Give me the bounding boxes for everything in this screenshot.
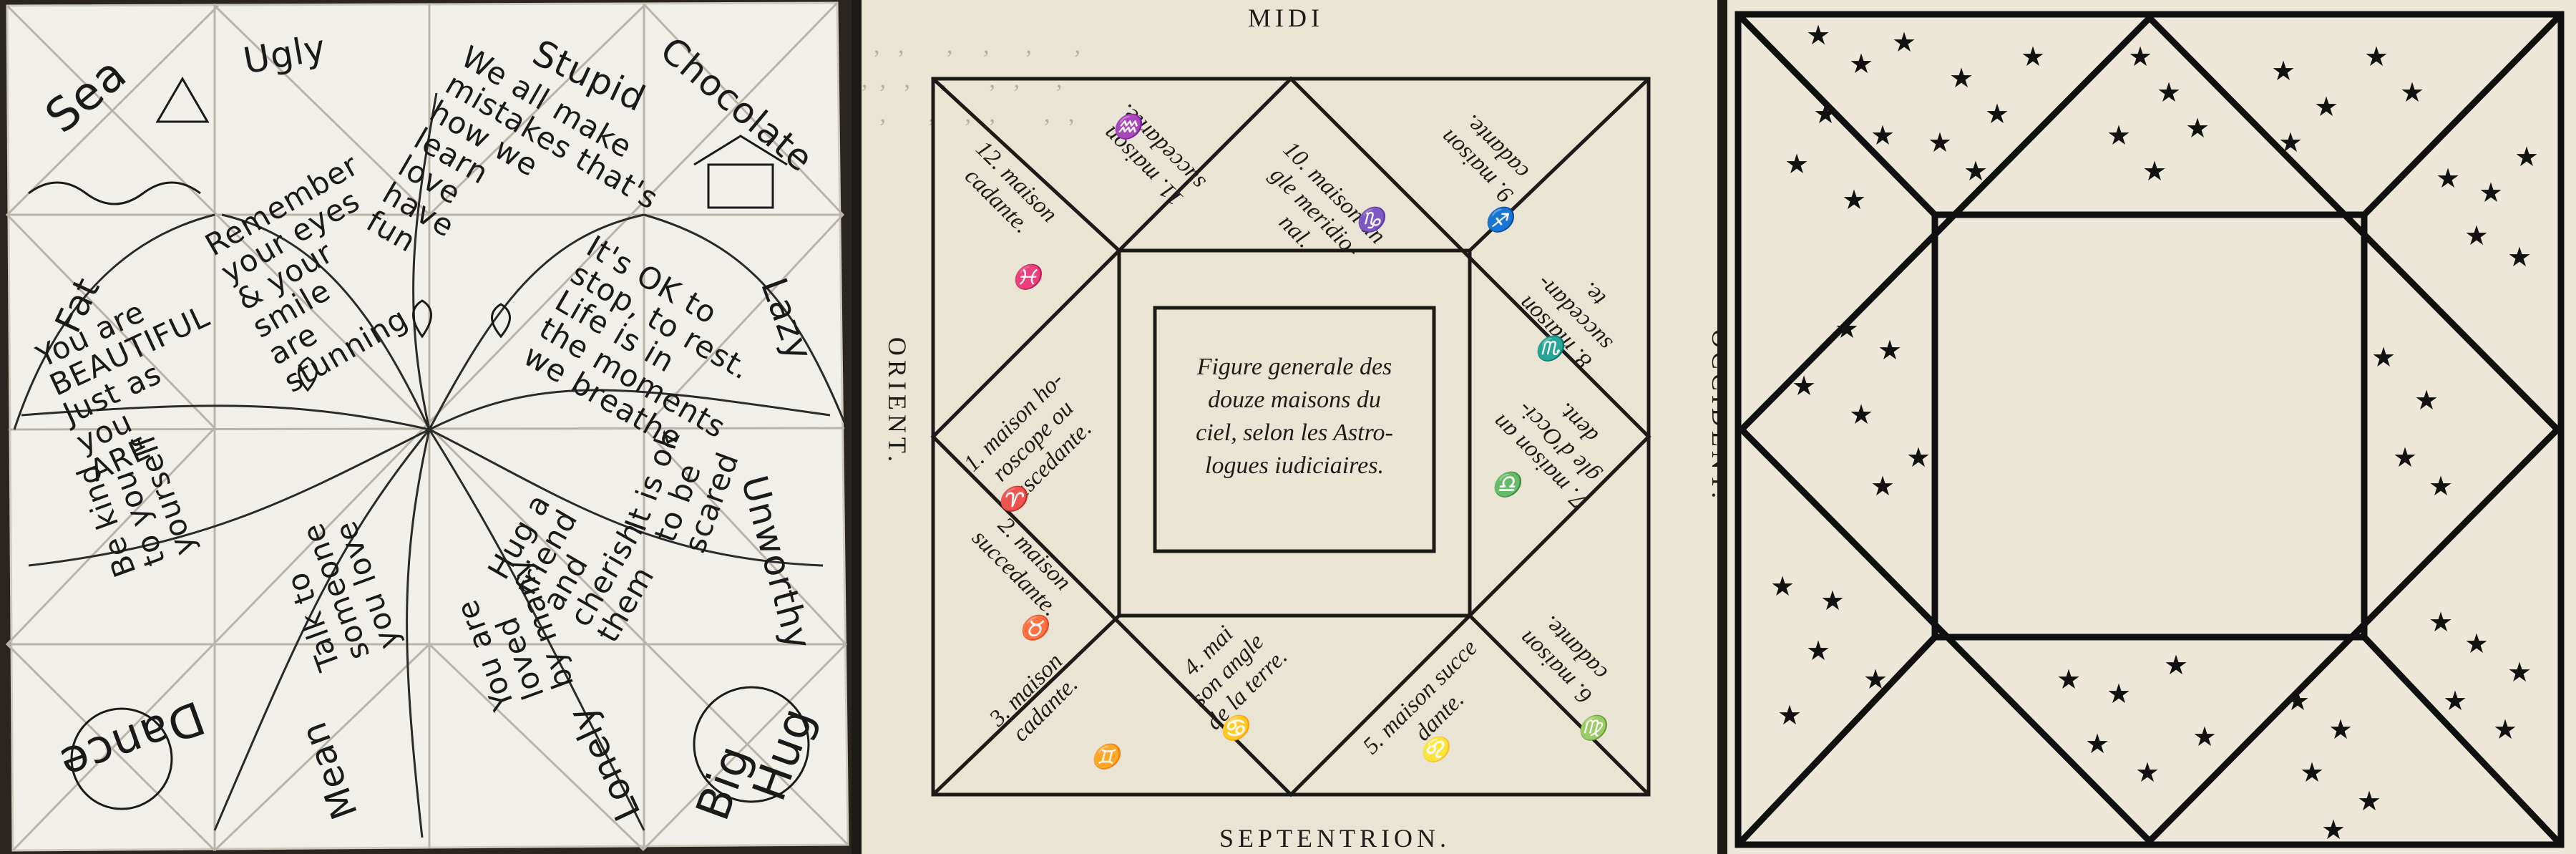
star-mark: ★ [1870,470,1896,502]
star-mark: ★ [2464,628,2489,659]
star-mark: ★ [2271,55,2296,87]
star-mark: ★ [1792,370,1817,402]
star-mark: ★ [2393,442,2418,473]
sagittarius-symbol: ♐ [1484,208,1514,233]
pisces-symbol: ♓ [1012,265,1042,291]
star-mark: ★ [2493,714,2518,745]
star-mark: ★ [2429,470,2454,502]
star-mark: ★ [2278,127,2303,158]
star-mark: ★ [1806,19,1831,51]
gemini-symbol: ♊ [1091,744,1121,770]
star-mark: ★ [1849,48,1874,79]
star-mark: ★ [1949,62,1974,94]
star-mark: ★ [1806,635,1831,666]
virgo-symbol: ♍ [1577,716,1607,742]
astrology-chart-print: , , , , , , , , , , , , , , , , , , , MI… [862,0,1717,854]
star-mark: ★ [2142,155,2167,187]
star-mark: ★ [2135,757,2160,788]
star-mark: ★ [2464,220,2489,251]
star-mark: ★ [1835,313,1860,344]
star-mark: ★ [2192,721,2218,752]
star-mark: ★ [2300,757,2325,788]
star-mark: ★ [2414,384,2439,416]
star-mark: ★ [2285,685,2311,717]
aries-symbol: ♈ [997,487,1028,513]
star-mark: ★ [2429,606,2454,638]
star-mark: ★ [2085,728,2110,760]
star-mark: ★ [2364,41,2389,72]
star-mark: ★ [1820,585,1845,616]
star-mark: ★ [1777,699,1802,731]
star-mark: ★ [1878,334,1903,366]
compass-south-label: MIDI [1248,4,1324,32]
star-mark: ★ [1842,184,1867,215]
cancer-symbol: ♋ [1219,716,1249,742]
star-mark: ★ [1870,120,1896,151]
aquarius-symbol: ♒ [1112,115,1142,140]
star-mark: ★ [1849,399,1874,430]
star-mark: ★ [1863,664,1888,695]
star-mark: ★ [2371,341,2396,373]
capricorn-symbol: ♑ [1355,208,1385,233]
star-mark: ★ [1963,155,1989,187]
star-mark: ★ [2107,678,2132,709]
fortune-teller-paper [5,1,849,852]
compass-north-label: SEPTENTRION. [1219,824,1450,853]
star-mark: ★ [2157,77,2182,108]
star-mark: ★ [1770,571,1795,602]
star-mark: ★ [2164,649,2189,681]
star-mark: ★ [2400,77,2425,108]
taurus-symbol: ♉ [1019,616,1049,641]
house-diagram [930,76,1652,797]
star-mark: ★ [2128,41,2153,72]
star-mark: ★ [2057,664,2082,695]
star-house-chart: ★ ★ ★ ★ ★ ★ ★ ★ ★ ★ ★ ★ ★ ★ ★ ★ ★ ★ ★ ★ ★ ★ ★ ★ ★ ★ ★ ★ ★ ★ ★ ★ ★ ★ ★ ★ ★ ★ ★ ★… [1727,0,2576,854]
leo-symbol: ♌ [1420,737,1450,763]
star-mark: ★ [1785,148,1810,180]
star-mark: ★ [2479,177,2504,208]
star-mark: ★ [2185,112,2210,144]
star-mark: ★ [2357,785,2382,817]
star-chart-diagram [1735,11,2565,848]
star-mark: ★ [2443,685,2468,717]
chart-title: Figure generale des douze maisons du cie… [1196,354,1393,479]
star-mark: ★ [2328,714,2353,745]
star-mark: ★ [2107,120,2132,151]
star-mark: ★ [1928,127,1953,158]
libra-symbol: ♎ [1491,472,1521,498]
fortune-teller-photo: Sea Ugly Stupid Chocolate Fat Lazy Unwor… [0,0,852,854]
star-mark: ★ [2321,814,2346,845]
star-mark: ★ [2507,656,2532,688]
scorpio-symbol: ♏ [1534,336,1564,362]
star-mark: ★ [2507,241,2532,273]
star-mark: ★ [1985,98,2010,130]
star-mark: ★ [1813,98,1838,130]
star-mark: ★ [1906,442,1931,473]
star-mark: ★ [2314,91,2339,122]
star-mark: ★ [1892,26,1917,58]
star-mark: ★ [2021,41,2046,72]
star-mark: ★ [2514,141,2540,173]
star-mark: ★ [2436,162,2461,194]
